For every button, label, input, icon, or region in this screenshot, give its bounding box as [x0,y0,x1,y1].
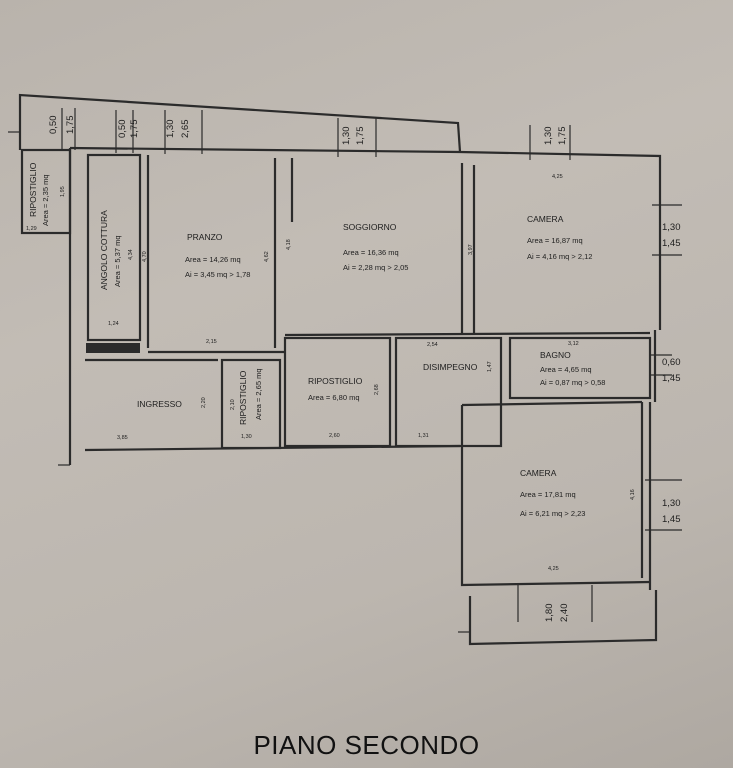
window-w4-height: 1,75 [355,127,366,146]
room-dim: 4,18 [286,239,292,250]
room-area: Area = 4,65 mq [540,365,592,374]
window-w5-height: 1,75 [557,127,568,146]
room-dim: 2,20 [201,397,207,408]
room-disimpegno: DISIMPEGNO 2,54 1,47 1,31 [418,342,493,439]
room-area: Area = 17,81 mq [520,490,576,499]
room-name: INGRESSO [137,399,182,409]
window-w3-height: 2,65 [180,120,191,139]
room-dim: 2,60 [329,433,340,439]
room-ripostiglio-small: RIPOSTIGLIO Area = 2,65 mq 2,10 1,30 [230,369,263,441]
window-w6-height: 1,45 [662,238,681,249]
window-w4-width: 1,30 [341,127,352,146]
window-w3-width: 1,30 [165,120,176,139]
room-name: RIPOSTIGLIO [28,162,38,217]
room-camera-2: CAMERA Area = 17,81 mq Ai = 6,21 mq > 2,… [520,468,636,572]
window-w5-width: 1,30 [543,127,554,146]
room-dim: 2,68 [374,384,380,395]
room-area: Area = 14,26 mq [185,255,241,264]
window-w6-width: 1,30 [662,222,681,233]
window-w7-height: 1,45 [662,373,681,384]
room-pranzo: PRANZO Area = 14,26 mq Ai = 3,45 mq > 1,… [142,232,270,345]
window-labels: 0,50 1,75 0,50 1,75 1,30 2,65 1,30 1,75 … [48,116,681,623]
room-dim: 2,10 [230,399,236,410]
room-dim: 3,85 [117,435,128,441]
room-dim: 1,30 [241,434,252,440]
room-ai: Ai = 3,45 mq > 1,78 [185,270,250,279]
room-ai: Ai = 4,16 mq > 2,12 [527,252,592,261]
room-dim: 3,12 [568,341,579,347]
room-name: SOGGIORNO [343,222,397,232]
room-angolo-cottura: ANGOLO COTTURA Area = 5,37 mq 4,34 1,24 [99,210,134,327]
room-dim: 1,31 [418,433,429,439]
room-name: CAMERA [527,214,564,224]
top-balcony [8,93,462,153]
room-dim: 1,47 [487,361,493,372]
room-area: Area = 5,37 mq [113,236,122,288]
window-marks [61,108,682,622]
room-dim: 4,16 [630,489,636,500]
bottom-balcony [458,590,658,646]
window-w8-height: 1,45 [662,514,681,525]
window-w7-width: 0,60 [662,357,681,368]
room-dim: 1,95 [60,186,66,197]
room-ai: Ai = 2,28 mq > 2,05 [343,263,408,272]
room-name: RIPOSTIGLIO [238,370,248,425]
interior-walls [85,153,652,578]
window-w1-width: 0,50 [48,116,59,135]
room-dim: 4,34 [128,249,134,260]
room-ripostiglio-ext: RIPOSTIGLIO Area = 2,35 mq 1,29 1,95 [26,162,66,232]
room-dim: 4,70 [142,251,148,262]
room-dim: 2,54 [427,342,438,348]
room-camera-1: CAMERA Area = 16,87 mq Ai = 4,16 mq > 2,… [468,174,592,261]
room-soggiorno: SOGGIORNO Area = 16,36 mq Ai = 2,28 mq >… [286,222,408,272]
room-dim: 1,24 [108,321,119,327]
room-dim: 1,29 [26,226,37,232]
room-area: Area = 6,80 mq [308,393,360,402]
room-name: CAMERA [520,468,557,478]
room-dim: 3,97 [468,244,474,255]
room-area: Area = 2,35 mq [41,175,50,227]
room-area: Area = 2,65 mq [254,369,263,421]
window-w2-width: 0,50 [117,120,128,139]
room-dim: 4,25 [552,174,563,180]
room-dim: 4,62 [264,251,270,262]
plan-title: PIANO SECONDO [253,730,480,760]
room-name: DISIMPEGNO [423,362,478,372]
room-name: BAGNO [540,350,571,360]
room-ai: Ai = 6,21 mq > 2,23 [520,509,585,518]
room-bagno: BAGNO Area = 4,65 mq Ai = 0,87 mq > 0,58… [540,341,605,387]
room-area: Area = 16,36 mq [343,248,399,257]
room-area: Area = 16,87 mq [527,236,583,245]
ripostiglio-ext-walls [20,148,72,235]
window-w8-width: 1,30 [662,498,681,509]
window-w9-height: 2,40 [559,604,570,623]
room-name: ANGOLO COTTURA [99,210,109,290]
room-name: RIPOSTIGLIO [308,376,363,386]
window-w2-height: 1,75 [129,120,140,139]
room-name: PRANZO [187,232,223,242]
room-dim: 2,15 [206,339,217,345]
room-ripostiglio-mid: RIPOSTIGLIO Area = 6,80 mq 2,68 2,60 [308,376,380,439]
room-ingresso: INGRESSO 2,20 3,85 [117,397,207,441]
room-dim: 4,25 [548,566,559,572]
window-w1-height: 1,75 [65,116,76,135]
room-ai: Ai = 0,87 mq > 0,58 [540,378,605,387]
window-w9-width: 1,80 [544,604,555,623]
